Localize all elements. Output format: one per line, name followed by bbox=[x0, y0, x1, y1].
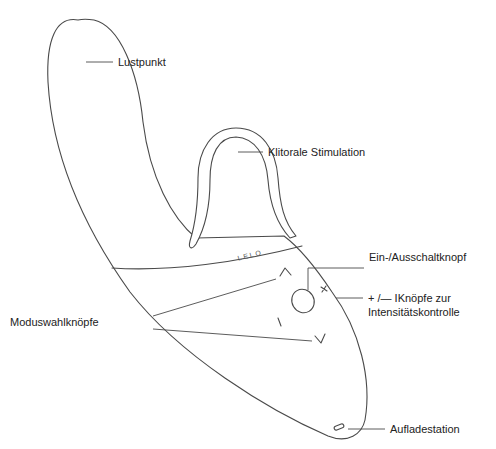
part-label: Klitorale Stimulation bbox=[268, 145, 365, 159]
part-label: Aufladestation bbox=[390, 422, 460, 436]
part-label: + /— IKnöpfe zur Intensitätskontrolle bbox=[368, 291, 488, 319]
charging-port bbox=[334, 423, 345, 430]
plus-mark bbox=[321, 286, 327, 292]
part-label: Ein-/Ausschaltknopf bbox=[369, 250, 466, 264]
collar-line bbox=[112, 246, 302, 269]
clitoral-arm bbox=[189, 128, 296, 248]
part-label: Moduswahlknöpfe bbox=[10, 315, 99, 329]
minus-mark bbox=[278, 318, 281, 326]
leader-line bbox=[336, 298, 363, 299]
leader-line bbox=[86, 62, 113, 63]
leader-line bbox=[153, 279, 276, 316]
device-body bbox=[48, 19, 367, 439]
power-button bbox=[287, 285, 318, 317]
mode-up-chevron bbox=[280, 268, 291, 276]
leader-line bbox=[238, 152, 263, 153]
leader-line bbox=[308, 268, 364, 290]
part-label: Lustpunkt bbox=[118, 55, 166, 69]
leader-line bbox=[348, 429, 385, 430]
leader-line bbox=[153, 329, 312, 341]
mode-down-chevron bbox=[315, 334, 325, 343]
